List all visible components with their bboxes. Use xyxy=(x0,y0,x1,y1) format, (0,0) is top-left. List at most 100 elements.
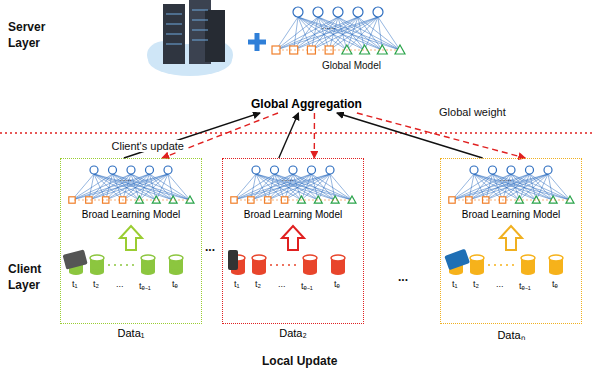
network-link xyxy=(94,174,139,200)
network-link xyxy=(131,174,139,200)
text-label: t₁ xyxy=(72,279,78,289)
text-label: Server Layer xyxy=(8,20,54,51)
network-link xyxy=(493,174,537,200)
data-cylinder xyxy=(549,269,563,275)
network-link xyxy=(275,174,353,200)
neuron xyxy=(109,166,117,174)
enhancement-node xyxy=(186,196,194,203)
data-dots xyxy=(270,264,300,266)
enhancement-node xyxy=(152,196,160,203)
network-link xyxy=(94,174,156,200)
network-link xyxy=(493,174,571,200)
enhancement-node xyxy=(566,196,574,203)
network-link xyxy=(519,174,529,200)
text-label: tₑ xyxy=(552,279,558,289)
enhancement-node xyxy=(377,45,387,54)
network-link xyxy=(298,17,400,50)
data-label: Data₂ xyxy=(223,327,363,339)
neuron xyxy=(526,166,534,174)
network-link xyxy=(329,17,378,50)
network-link xyxy=(113,174,140,200)
data-cylinder xyxy=(252,269,266,275)
aggregation-node: Global Aggregation xyxy=(248,96,365,112)
network-link xyxy=(275,174,302,200)
enhancement-node xyxy=(331,196,339,203)
network-link xyxy=(168,174,173,200)
data-cylinder xyxy=(169,255,183,261)
model-title: Broad Learning Model xyxy=(441,209,581,220)
network-link xyxy=(474,174,553,200)
enhancement-node xyxy=(532,196,540,203)
data-cylinder xyxy=(141,269,155,275)
enhancement-node xyxy=(169,196,177,203)
network-link xyxy=(72,174,168,200)
network-link xyxy=(474,174,536,200)
data-cylinder xyxy=(331,269,345,275)
model-title: Broad Learning Model xyxy=(223,209,363,220)
network-link xyxy=(378,17,400,50)
network-link xyxy=(493,174,520,200)
network-link xyxy=(294,17,378,50)
network-link xyxy=(251,174,256,200)
network-link xyxy=(298,17,382,50)
neuron xyxy=(308,166,316,174)
data-label: Dataₙ xyxy=(441,327,581,342)
neuron xyxy=(289,166,297,174)
client-box: Broad Learning ModelDataₙ xyxy=(440,158,582,324)
network-link xyxy=(276,17,378,50)
update-arrow xyxy=(337,113,483,158)
text-label: ...... xyxy=(500,175,512,182)
data-cylinder xyxy=(90,255,104,261)
network-link xyxy=(318,17,365,50)
data-cylinder xyxy=(549,255,563,261)
network-link xyxy=(72,174,150,200)
plus-symbol xyxy=(248,33,266,51)
network-link xyxy=(276,17,298,50)
network-link xyxy=(256,174,301,200)
network-link xyxy=(338,17,382,50)
edge-label: Global weight xyxy=(437,106,508,118)
text-label: ... xyxy=(496,279,504,289)
network-link xyxy=(275,174,319,200)
weight-arrow xyxy=(357,113,525,158)
layer-divider xyxy=(0,132,593,133)
text-label: tₑ₋₁ xyxy=(519,279,531,292)
text-label: ...... xyxy=(322,22,335,31)
node-row xyxy=(236,200,350,201)
neuron xyxy=(271,166,279,174)
network-link xyxy=(511,174,553,200)
neuron xyxy=(313,7,323,17)
neuron xyxy=(293,7,303,17)
neuron xyxy=(90,166,98,174)
data-cylinder xyxy=(521,255,535,261)
neuron xyxy=(164,166,172,174)
aggregation-title: Global Aggregation xyxy=(251,97,362,111)
text-label: ... xyxy=(398,270,408,284)
network-link xyxy=(298,17,365,50)
client-box: Broad Learning ModelData₁ xyxy=(60,158,202,324)
weight-arrow xyxy=(314,113,316,158)
text-label: ... xyxy=(278,279,286,289)
network-link xyxy=(311,17,318,50)
network-link xyxy=(330,174,335,200)
edge-label: Client's update xyxy=(110,140,186,152)
text-label: t₂ xyxy=(473,279,479,289)
up-arrow xyxy=(120,226,142,250)
text-label: Local Update xyxy=(262,354,337,368)
network-link xyxy=(298,17,311,50)
network-link xyxy=(338,17,347,50)
data-dots xyxy=(108,264,138,266)
network-link xyxy=(318,17,382,50)
enhancement-node xyxy=(314,196,322,203)
data-cylinder xyxy=(69,269,83,275)
neuron xyxy=(507,166,515,174)
neuron xyxy=(489,166,497,174)
enhancement-node xyxy=(515,196,523,203)
up-arrow xyxy=(500,226,522,250)
client-box: Broad Learning ModelData₂ xyxy=(222,158,364,324)
neuron xyxy=(373,7,383,17)
data-cylinder xyxy=(470,269,484,275)
network-link xyxy=(330,174,352,200)
neuron xyxy=(326,166,334,174)
